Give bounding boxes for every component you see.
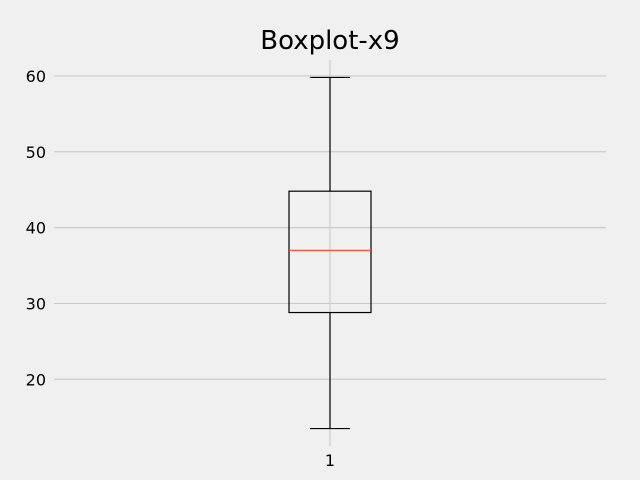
y-tick-label: 30: [26, 294, 46, 313]
y-tick-label: 20: [26, 370, 46, 389]
y-tick-label: 40: [26, 219, 46, 238]
x-tick-label: 1: [325, 451, 335, 470]
box: [288, 190, 372, 314]
box-series: [288, 76, 372, 430]
chart-title: Boxplot-x9: [260, 26, 399, 56]
y-tick-label: 60: [26, 67, 46, 86]
x-axis-ticks: 1: [325, 451, 335, 470]
y-tick-label: 50: [26, 143, 46, 162]
y-axis-ticks: 20 30 40 50 60: [26, 67, 46, 389]
